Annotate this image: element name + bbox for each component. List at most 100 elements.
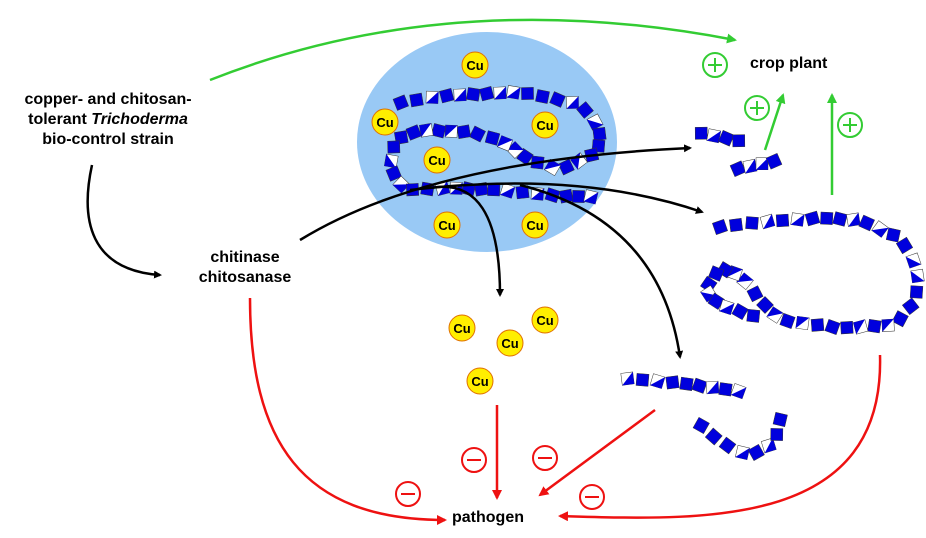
chain-monomer xyxy=(871,220,889,238)
chain-monomer xyxy=(718,130,735,147)
chain-monomer xyxy=(745,216,759,230)
chain-monomer xyxy=(824,319,841,335)
arrow-fragments-to-pathogen xyxy=(538,408,656,497)
chain-monomer xyxy=(910,268,925,284)
chitosan-chain xyxy=(692,411,788,462)
chain-monomer xyxy=(434,180,451,196)
strain-line3: bio-control strain xyxy=(42,131,174,148)
chain-monomer xyxy=(706,128,722,144)
chain-monomer xyxy=(425,90,439,104)
svg-text:Cu: Cu xyxy=(526,218,543,233)
chain-monomer xyxy=(846,212,861,227)
chain-monomer xyxy=(469,125,486,143)
chain-monomer xyxy=(755,157,769,171)
enzymes-label: chitinase chitosanase xyxy=(170,248,320,288)
chain-monomer xyxy=(535,89,550,104)
chain-monomer xyxy=(905,252,922,269)
pathogen-label: pathogen xyxy=(452,509,524,526)
chain-monomer xyxy=(558,158,575,176)
chain-monomer xyxy=(766,306,784,324)
chain-monomer xyxy=(852,319,869,335)
chain-monomer xyxy=(431,123,447,139)
chain-monomer xyxy=(665,375,680,390)
chain-monomer xyxy=(499,182,516,199)
chain-monomer xyxy=(586,113,604,131)
chain-monomer xyxy=(760,437,777,454)
svg-text:Cu: Cu xyxy=(536,118,553,133)
chain-monomer xyxy=(691,377,708,394)
chain-monomer xyxy=(649,373,666,389)
chain-monomer xyxy=(493,86,507,100)
chain-monomer xyxy=(735,445,750,460)
chain-monomer xyxy=(795,315,810,331)
chain-monomer xyxy=(419,123,434,138)
chain-monomer xyxy=(521,87,534,100)
chain-monomer xyxy=(756,296,774,314)
chain-monomer xyxy=(718,382,733,397)
chain-monomer xyxy=(708,265,725,282)
chain-monomer xyxy=(576,101,594,119)
chain-monomer xyxy=(820,211,834,225)
arrow-strain-to-crop xyxy=(209,18,737,82)
chain-monomer xyxy=(620,371,635,386)
chain-monomer xyxy=(746,308,761,323)
plus-icon xyxy=(837,112,863,138)
copper-ion: Cu xyxy=(423,146,451,174)
arrow-enzyme-to-small-fragment xyxy=(299,144,692,242)
svg-text:Cu: Cu xyxy=(428,153,445,168)
chain-monomer xyxy=(712,219,728,235)
chain-monomer xyxy=(453,88,467,102)
chain-monomer xyxy=(742,158,758,174)
chain-monomer xyxy=(506,85,521,100)
chain-monomer xyxy=(409,92,424,108)
svg-text:Cu: Cu xyxy=(466,58,483,73)
chain-monomer xyxy=(549,91,566,108)
chain-monomer xyxy=(392,94,409,111)
minus-icon xyxy=(532,445,558,471)
strain-line2: tolerant Trichoderma xyxy=(28,111,188,128)
chitosanase-label: chitosanase xyxy=(198,269,292,286)
chain-monomer xyxy=(456,124,471,139)
chain-monomer xyxy=(895,236,914,255)
chain-monomer xyxy=(901,297,920,316)
chain-monomer xyxy=(765,153,783,170)
chain-monomer xyxy=(385,165,402,182)
chain-monomer xyxy=(466,87,481,102)
chain-monomer xyxy=(479,86,495,102)
chain-monomer xyxy=(759,213,776,230)
chain-monomer xyxy=(583,189,599,205)
chain-monomer xyxy=(881,318,895,332)
copper-ion: Cu xyxy=(371,108,399,136)
arrow-to-free-copper xyxy=(429,185,504,297)
svg-text:Cu: Cu xyxy=(376,115,393,130)
svg-text:Cu: Cu xyxy=(536,313,553,328)
minus-icon xyxy=(579,484,605,510)
chitosan-chain xyxy=(694,126,746,148)
copper-ion: Cu xyxy=(461,51,489,79)
strain-label: copper- and chitosan- tolerant Trichoder… xyxy=(8,90,208,150)
chain-monomer xyxy=(496,135,514,152)
copper-ion: Cu xyxy=(521,211,549,239)
svg-text:Cu: Cu xyxy=(501,336,518,351)
chain-monomer xyxy=(392,175,411,194)
arrow-to-long-chain xyxy=(409,182,704,214)
chitosan-chain xyxy=(620,371,747,400)
chain-monomer xyxy=(439,88,455,104)
chitinase-label: chitinase xyxy=(210,249,280,266)
chain-monomer xyxy=(730,383,747,400)
chain-monomer xyxy=(444,124,458,138)
chain-monomer xyxy=(704,427,723,446)
copper-ion: Cu xyxy=(466,367,494,395)
chain-monomer xyxy=(891,310,909,328)
chain-monomer xyxy=(387,140,401,154)
chain-monomer xyxy=(885,227,901,243)
plus-icon xyxy=(702,52,728,78)
chain-monomer xyxy=(566,96,579,109)
chitosan-chain xyxy=(729,153,783,177)
chain-monomer xyxy=(775,213,790,228)
arrow-enzyme-to-pathogen xyxy=(248,297,447,525)
copper-ion: Cu xyxy=(433,211,461,239)
chain-monomer xyxy=(694,126,708,140)
